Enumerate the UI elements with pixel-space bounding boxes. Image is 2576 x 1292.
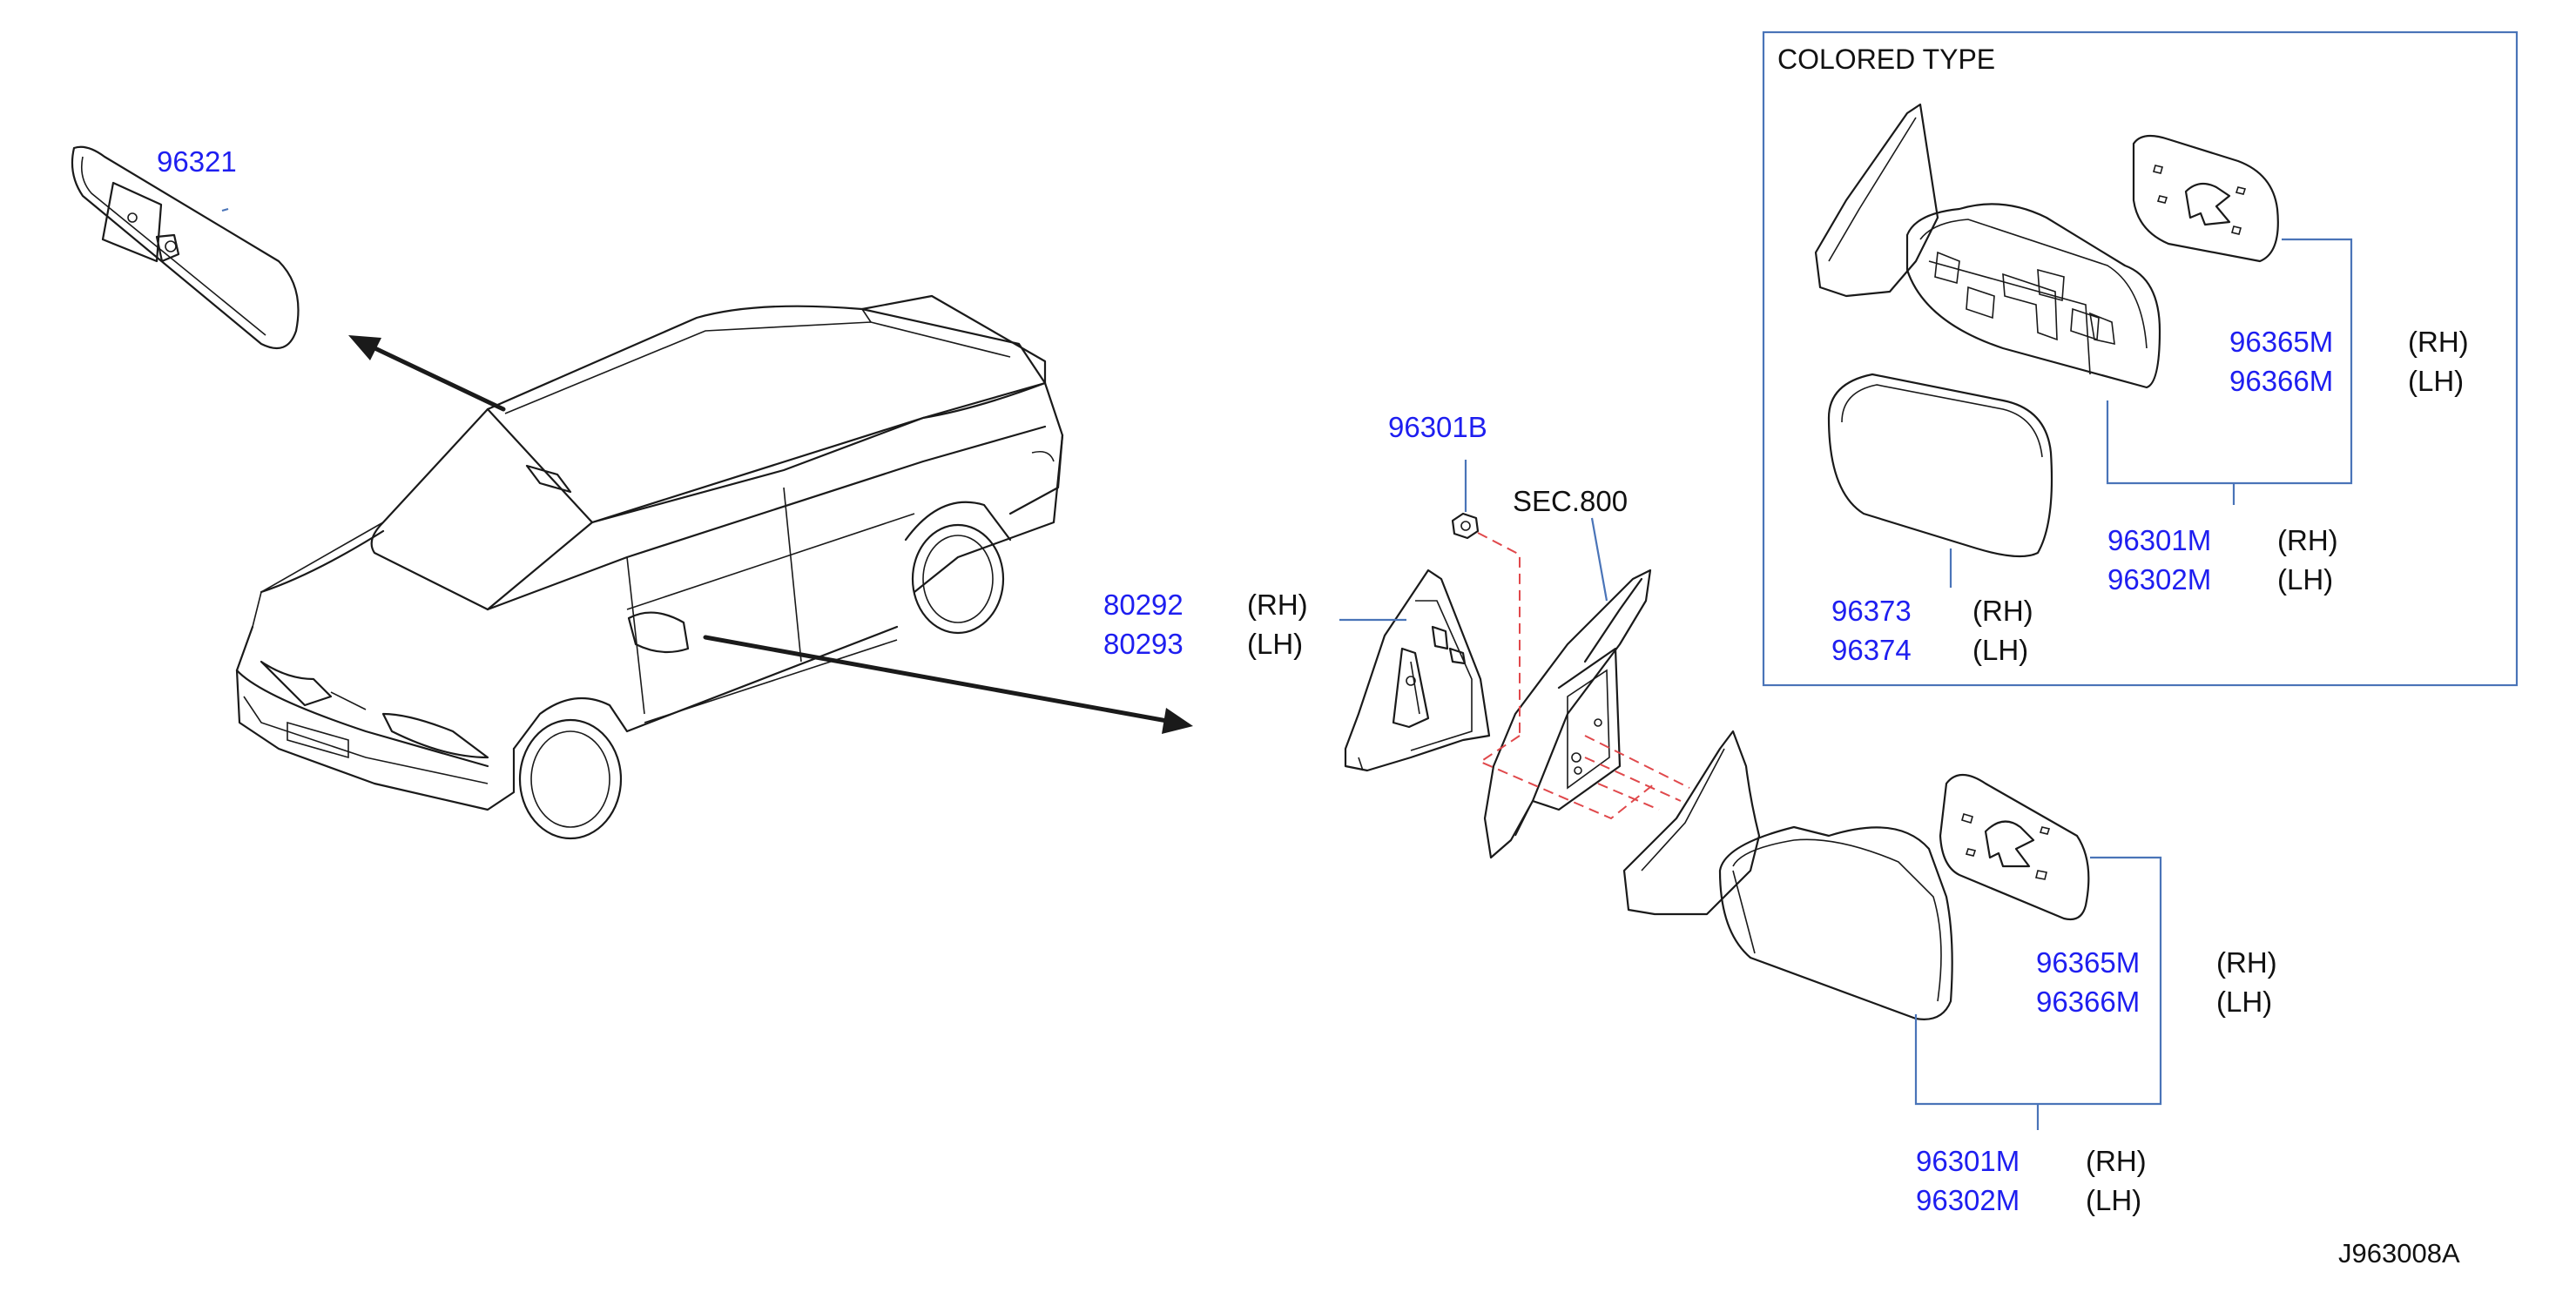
arrow-to-inner-mirror bbox=[348, 335, 506, 412]
phantom-alignment-lines bbox=[1477, 532, 1690, 820]
mirror-cover-lh-part-number: 80293 bbox=[1103, 628, 1183, 660]
nut-part-number: 96301B bbox=[1388, 411, 1487, 443]
inset-assy-rh-part-number: 96301M bbox=[2107, 524, 2211, 556]
mirror-cover-rh-side: (RH) bbox=[1247, 589, 1308, 621]
inset-cap-rh-part-number: 96373 bbox=[1831, 595, 1912, 627]
inset-assy-rh-side: (RH) bbox=[2277, 524, 2338, 556]
mirror-cover-lh-side: (LH) bbox=[1247, 628, 1303, 660]
assy-rh-side: (RH) bbox=[2086, 1145, 2147, 1177]
nut-drawing bbox=[1451, 512, 1480, 540]
inner-mirror-drawing bbox=[71, 145, 300, 350]
inner-mirror-leader bbox=[221, 207, 229, 212]
sec-800-leader bbox=[1590, 517, 1608, 602]
mirror-glass-drawing bbox=[1939, 773, 2090, 921]
colored-type-inset: COLORED TYPE bbox=[1762, 30, 2519, 687]
inset-title: COLORED TYPE bbox=[1777, 44, 1995, 75]
glass-lh-side: (LH) bbox=[2216, 986, 2272, 1018]
inset-glass-rh-side: (RH) bbox=[2408, 326, 2469, 358]
inset-cap-lh-side: (LH) bbox=[1972, 634, 2028, 666]
arrow-to-door-mirror bbox=[703, 635, 1193, 734]
inset-assy-leader bbox=[2106, 238, 2353, 505]
inset-frame bbox=[1762, 30, 2519, 687]
mirror-cover-drawing bbox=[1344, 569, 1491, 772]
inset-assy-lh-part-number: 96302M bbox=[2107, 563, 2211, 596]
assy-lh-part-number: 96302M bbox=[1916, 1184, 2020, 1216]
inset-glass-lh-side: (LH) bbox=[2408, 365, 2464, 397]
door-mirror-assy-drawing bbox=[1622, 730, 1953, 1020]
glass-lh-part-number: 96366M bbox=[2036, 986, 2140, 1018]
door-panel-drawing bbox=[1483, 569, 1652, 859]
inset-assy-lh-side: (LH) bbox=[2277, 563, 2333, 596]
inner-mirror-part-number: 96321 bbox=[157, 145, 237, 178]
glass-rh-side: (RH) bbox=[2216, 946, 2277, 979]
section-reference: SEC.800 bbox=[1513, 485, 1628, 517]
assy-rh-part-number: 96301M bbox=[1916, 1145, 2020, 1177]
door-mirror-assy-leader bbox=[1914, 856, 2162, 1130]
car-drawing bbox=[235, 294, 1064, 840]
glass-rh-part-number: 96365M bbox=[2036, 946, 2140, 979]
inset-cap-lh-part-number: 96374 bbox=[1831, 634, 1912, 666]
inset-cap-rh-side: (RH) bbox=[1972, 595, 2033, 627]
inset-glass-lh-part-number: 96366M bbox=[2229, 365, 2333, 397]
mirror-cover-rh-part-number: 80292 bbox=[1103, 589, 1183, 621]
assy-lh-side: (LH) bbox=[2086, 1184, 2141, 1216]
diagram-code: J963008A bbox=[2338, 1238, 2460, 1268]
inset-glass-rh-part-number: 96365M bbox=[2229, 326, 2333, 358]
